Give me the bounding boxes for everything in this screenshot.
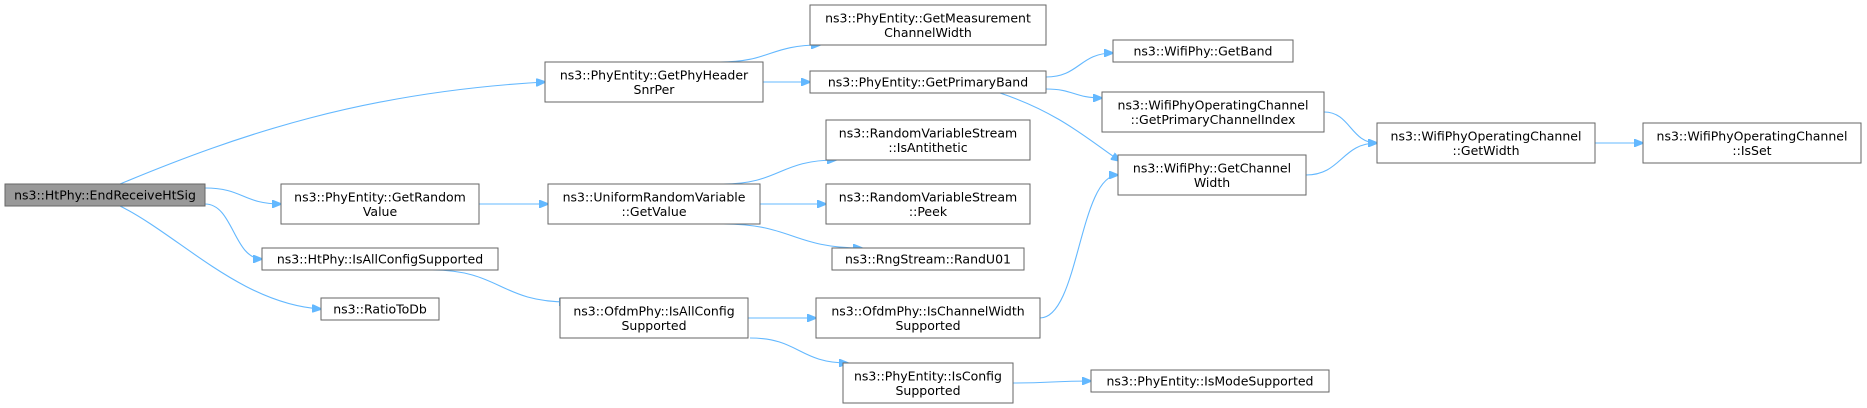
node-get-measurement-channel-width[interactable]: ns3::PhyEntity::GetMeasurementChannelWid…: [809, 4, 1047, 46]
edge-get_primary_channel_index-to-operating_get_width: [1323, 111, 1377, 143]
node-label-line: ns3::OfdmPhy::IsChannelWidth: [831, 303, 1024, 318]
node-box: [320, 297, 440, 321]
node-operating-get-width[interactable]: ns3::WifiPhyOperatingChannel::GetWidth: [1376, 122, 1596, 164]
node-box: [1642, 122, 1862, 164]
node-box: [825, 119, 1031, 161]
node-label-line: ns3::RngStream::RandU01: [845, 252, 1011, 267]
node-end-receive-ht-sig[interactable]: ns3::HtPhy::EndReceiveHtSig: [4, 183, 206, 207]
node-label-line: ns3::PhyEntity::GetPrimaryBand: [828, 75, 1028, 90]
edge-end_receive_ht_sig-to-get_phy_header_snr_per: [119, 82, 545, 185]
edge-is_all_config_supported_ht-to-ofdm_is_all_config_supported: [431, 269, 568, 302]
node-box: [831, 247, 1025, 271]
edge-end_receive_ht_sig-to-ratio_to_db: [119, 205, 321, 309]
node-rand-u01[interactable]: ns3::RngStream::RandU01: [831, 247, 1025, 271]
node-label-line: ChannelWidth: [884, 25, 972, 40]
node-box: [815, 297, 1041, 339]
node-label-line: ns3::PhyEntity::IsModeSupported: [1107, 374, 1314, 389]
node-is-all-config-supported-ht[interactable]: ns3::HtPhy::IsAllConfigSupported: [261, 247, 499, 271]
node-label-line: ns3::WifiPhyOperatingChannel: [1118, 97, 1309, 112]
edge-uniform_get_value-to-rand_u01: [722, 223, 862, 248]
node-label-line: Width: [1194, 175, 1230, 190]
node-ofdm-is-all-config-supported[interactable]: ns3::OfdmPhy::IsAllConfigSupported: [559, 297, 749, 339]
node-box: [1101, 91, 1325, 133]
node-label-line: ns3::RandomVariableStream: [839, 125, 1017, 140]
node-box: [1112, 39, 1294, 63]
edge-layer: [119, 45, 1643, 383]
node-label-line: ::GetWidth: [1452, 143, 1519, 158]
edge-get_primary_band-to-get_channel_width: [999, 92, 1120, 161]
edge-ofdm_is_all_config_supported-to-is_config_supported: [749, 337, 848, 363]
node-label-line: ns3::WifiPhy::GetBand: [1134, 44, 1273, 59]
edge-uniform_get_value-to-is_antithetic: [722, 160, 836, 185]
node-box: [4, 183, 206, 207]
node-box: [1117, 154, 1307, 196]
edge-get_primary_band-to-get_band: [1045, 53, 1113, 78]
node-peek[interactable]: ns3::RandomVariableStream::Peek: [825, 183, 1031, 225]
node-box: [547, 183, 761, 225]
node-label-line: ns3::WifiPhy::GetChannel: [1133, 160, 1291, 175]
node-label-line: ns3::PhyEntity::GetPhyHeader: [560, 67, 749, 82]
node-box: [809, 4, 1047, 46]
node-box: [261, 247, 499, 271]
node-label-line: Supported: [895, 318, 960, 333]
node-label-line: ::GetValue: [621, 204, 686, 219]
edge-end_receive_ht_sig-to-get_random_value: [204, 187, 281, 204]
node-label-line: ns3::PhyEntity::GetRandom: [294, 189, 466, 204]
edge-get_channel_width-to-operating_get_width: [1305, 143, 1377, 176]
edge-is_config_supported-to-is_mode_supported: [1012, 381, 1091, 383]
node-box: [280, 183, 480, 225]
node-label-line: ns3::WifiPhyOperatingChannel: [1391, 128, 1582, 143]
node-operating-is-set[interactable]: ns3::WifiPhyOperatingChannel::IsSet: [1642, 122, 1862, 164]
node-label-line: ::Peek: [909, 204, 948, 219]
node-label-line: Value: [363, 204, 398, 219]
node-box: [1090, 369, 1330, 393]
node-label-line: ns3::HtPhy::EndReceiveHtSig: [14, 188, 196, 203]
node-label-line: ns3::PhyEntity::GetMeasurement: [825, 10, 1031, 25]
node-get-primary-band[interactable]: ns3::PhyEntity::GetPrimaryBand: [809, 70, 1047, 94]
node-label-line: ns3::OfdmPhy::IsAllConfig: [573, 303, 734, 318]
node-label-line: ns3::HtPhy::IsAllConfigSupported: [277, 252, 483, 267]
node-label-line: ::IsSet: [1732, 143, 1771, 158]
node-ratio-to-db[interactable]: ns3::RatioToDb: [320, 297, 440, 321]
node-label-line: ::GetPrimaryChannelIndex: [1131, 112, 1296, 127]
edge-get_phy_header_snr_per-to-get_measurement_channel_width: [719, 45, 820, 63]
node-layer: ns3::HtPhy::EndReceiveHtSigns3::PhyEntit…: [4, 4, 1862, 404]
node-get-band[interactable]: ns3::WifiPhy::GetBand: [1112, 39, 1294, 63]
node-label-line: Supported: [895, 383, 960, 398]
node-label-line: ns3::RandomVariableStream: [839, 189, 1017, 204]
edge-end_receive_ht_sig-to-is_all_config_supported_ht: [204, 203, 262, 259]
node-is-mode-supported[interactable]: ns3::PhyEntity::IsModeSupported: [1090, 369, 1330, 393]
edge-ofdm_is_channel_width_supported-to-get_channel_width: [1039, 175, 1118, 319]
node-box: [1376, 122, 1596, 164]
node-uniform-get-value[interactable]: ns3::UniformRandomVariable::GetValue: [547, 183, 761, 225]
node-label-line: ::IsAntithetic: [888, 140, 967, 155]
node-get-primary-channel-index[interactable]: ns3::WifiPhyOperatingChannel::GetPrimary…: [1101, 91, 1325, 133]
node-is-antithetic[interactable]: ns3::RandomVariableStream::IsAntithetic: [825, 119, 1031, 161]
node-label-line: ns3::PhyEntity::IsConfig: [854, 368, 1002, 383]
node-box: [809, 70, 1047, 94]
node-box: [559, 297, 749, 339]
node-box: [842, 362, 1014, 404]
node-label-line: Supported: [621, 318, 686, 333]
node-label-line: ns3::UniformRandomVariable: [563, 189, 746, 204]
node-box: [544, 61, 764, 103]
node-box: [825, 183, 1031, 225]
edge-get_primary_band-to-get_primary_channel_index: [1045, 88, 1102, 98]
node-label-line: ns3::WifiPhyOperatingChannel: [1657, 128, 1848, 143]
node-label-line: SnrPer: [634, 82, 676, 97]
node-label-line: ns3::RatioToDb: [333, 302, 427, 317]
